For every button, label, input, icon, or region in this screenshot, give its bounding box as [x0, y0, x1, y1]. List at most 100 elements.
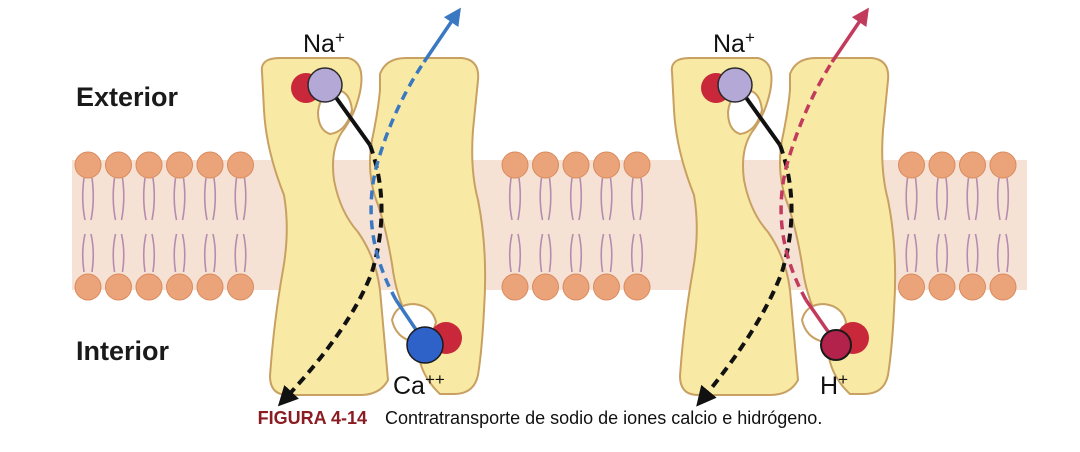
lipid-head — [135, 151, 163, 179]
lipid-tail — [517, 233, 522, 273]
lipid-head — [593, 151, 620, 179]
lipid-head — [928, 151, 956, 179]
protein-left-half — [260, 57, 390, 396]
ion-label-h: H+ — [820, 370, 848, 401]
lipid-tail — [81, 233, 86, 273]
lipid-tail — [974, 177, 979, 221]
lipid-head — [898, 151, 925, 179]
na-ion — [307, 67, 343, 103]
na-inflow-solid — [740, 90, 782, 147]
lipid-tail — [905, 177, 910, 221]
na-ion — [717, 67, 753, 103]
lipid-tail — [151, 177, 156, 221]
lipid-tail — [142, 177, 147, 221]
lipid-tail — [608, 177, 613, 221]
lipid-tail — [547, 233, 552, 273]
lipid-tail — [913, 177, 918, 221]
lipid-head — [105, 151, 132, 179]
ca-outflow-dashed — [369, 61, 426, 301]
lipid-head — [928, 273, 956, 301]
lipid-tail — [996, 177, 1001, 221]
lipid-tail — [142, 233, 147, 273]
ion-symbol: Na — [713, 30, 745, 58]
lipid-tail — [212, 177, 217, 221]
ion-label-na-1: Na+ — [303, 28, 345, 59]
lipid-head — [532, 273, 559, 301]
lipid-head — [562, 151, 590, 179]
lipid-head — [501, 273, 529, 301]
lipid-tail — [151, 233, 156, 273]
lipid-tail — [112, 233, 117, 273]
lipid-head — [989, 151, 1017, 179]
lipid-head — [196, 273, 224, 301]
lipid-head — [959, 273, 986, 301]
lipid-tail — [173, 233, 178, 273]
lipid-head — [166, 273, 193, 301]
lipid-head — [593, 273, 620, 301]
lipid-tail — [913, 233, 918, 273]
lipid-tail — [630, 233, 635, 273]
lipid-tail — [242, 177, 247, 221]
interior-label: Interior — [76, 336, 170, 366]
lipid-tail — [966, 177, 971, 221]
lipid-head — [105, 273, 132, 301]
lipid-head — [227, 273, 254, 301]
lipid-tail — [203, 177, 208, 221]
lipid-tail — [234, 177, 239, 221]
ca-ion — [406, 326, 444, 364]
lipid-tail — [90, 233, 95, 273]
lipid-tail — [944, 233, 949, 273]
ion-charge: + — [334, 28, 345, 47]
na-inflow-dashed-arrow — [277, 144, 384, 407]
lipid-tail — [996, 233, 1001, 273]
h-outflow-arrow — [830, 7, 869, 63]
lipid-tail — [181, 177, 186, 221]
lipid-tail — [234, 233, 239, 273]
ion-symbol: Na — [303, 30, 335, 58]
lipid-head — [989, 273, 1017, 301]
lipid-tail — [212, 233, 217, 273]
h-ion — [820, 329, 852, 361]
lipid-tail — [112, 177, 117, 221]
lipid-head — [74, 151, 102, 179]
lipid-tail — [639, 177, 644, 221]
lipid-tail — [508, 177, 513, 221]
lipid-tail — [944, 177, 949, 221]
ion-symbol: H — [820, 372, 839, 400]
lipid-head — [135, 273, 163, 301]
figure-number: FIGURA 4-14 — [257, 408, 368, 428]
lipid-head — [959, 151, 986, 179]
lipid-tail — [578, 233, 583, 273]
lipid-tail — [578, 177, 583, 221]
lipid-tail — [242, 233, 247, 273]
ca-outflow-arrow — [422, 7, 461, 63]
lipid-tail — [935, 177, 940, 221]
lipid-tail — [173, 177, 178, 221]
lipid-tail — [600, 177, 605, 221]
lipid-tail — [905, 233, 910, 273]
lipid-tail — [81, 177, 86, 221]
ion-charge: + — [838, 370, 848, 389]
lipid-tail — [508, 233, 513, 273]
ion-label-ca: Ca++ — [393, 370, 445, 401]
lipid-tail — [569, 177, 574, 221]
ion-charge: + — [744, 28, 755, 47]
na-inflow-solid — [330, 90, 372, 147]
lipid-tail — [639, 233, 644, 273]
lipid-head — [623, 151, 651, 179]
lipid-tail — [203, 233, 208, 273]
lipid-tail — [966, 233, 971, 273]
lipid-head — [196, 151, 224, 179]
protein-left-half — [670, 57, 800, 396]
lipid-tail — [569, 233, 574, 273]
na-inflow-dashed-arrow — [696, 144, 794, 407]
lipid-tail — [539, 233, 544, 273]
ion-charge: ++ — [424, 370, 445, 389]
lipid-head — [501, 151, 529, 179]
lipid-tail — [974, 233, 979, 273]
lipid-tail — [600, 233, 605, 273]
lipid-head — [562, 273, 590, 301]
